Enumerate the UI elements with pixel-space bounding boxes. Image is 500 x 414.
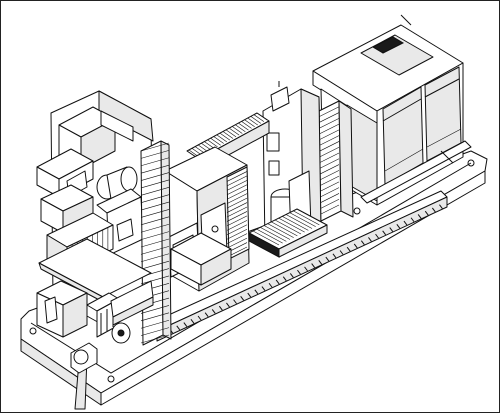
heatsink-front [141, 141, 171, 345]
